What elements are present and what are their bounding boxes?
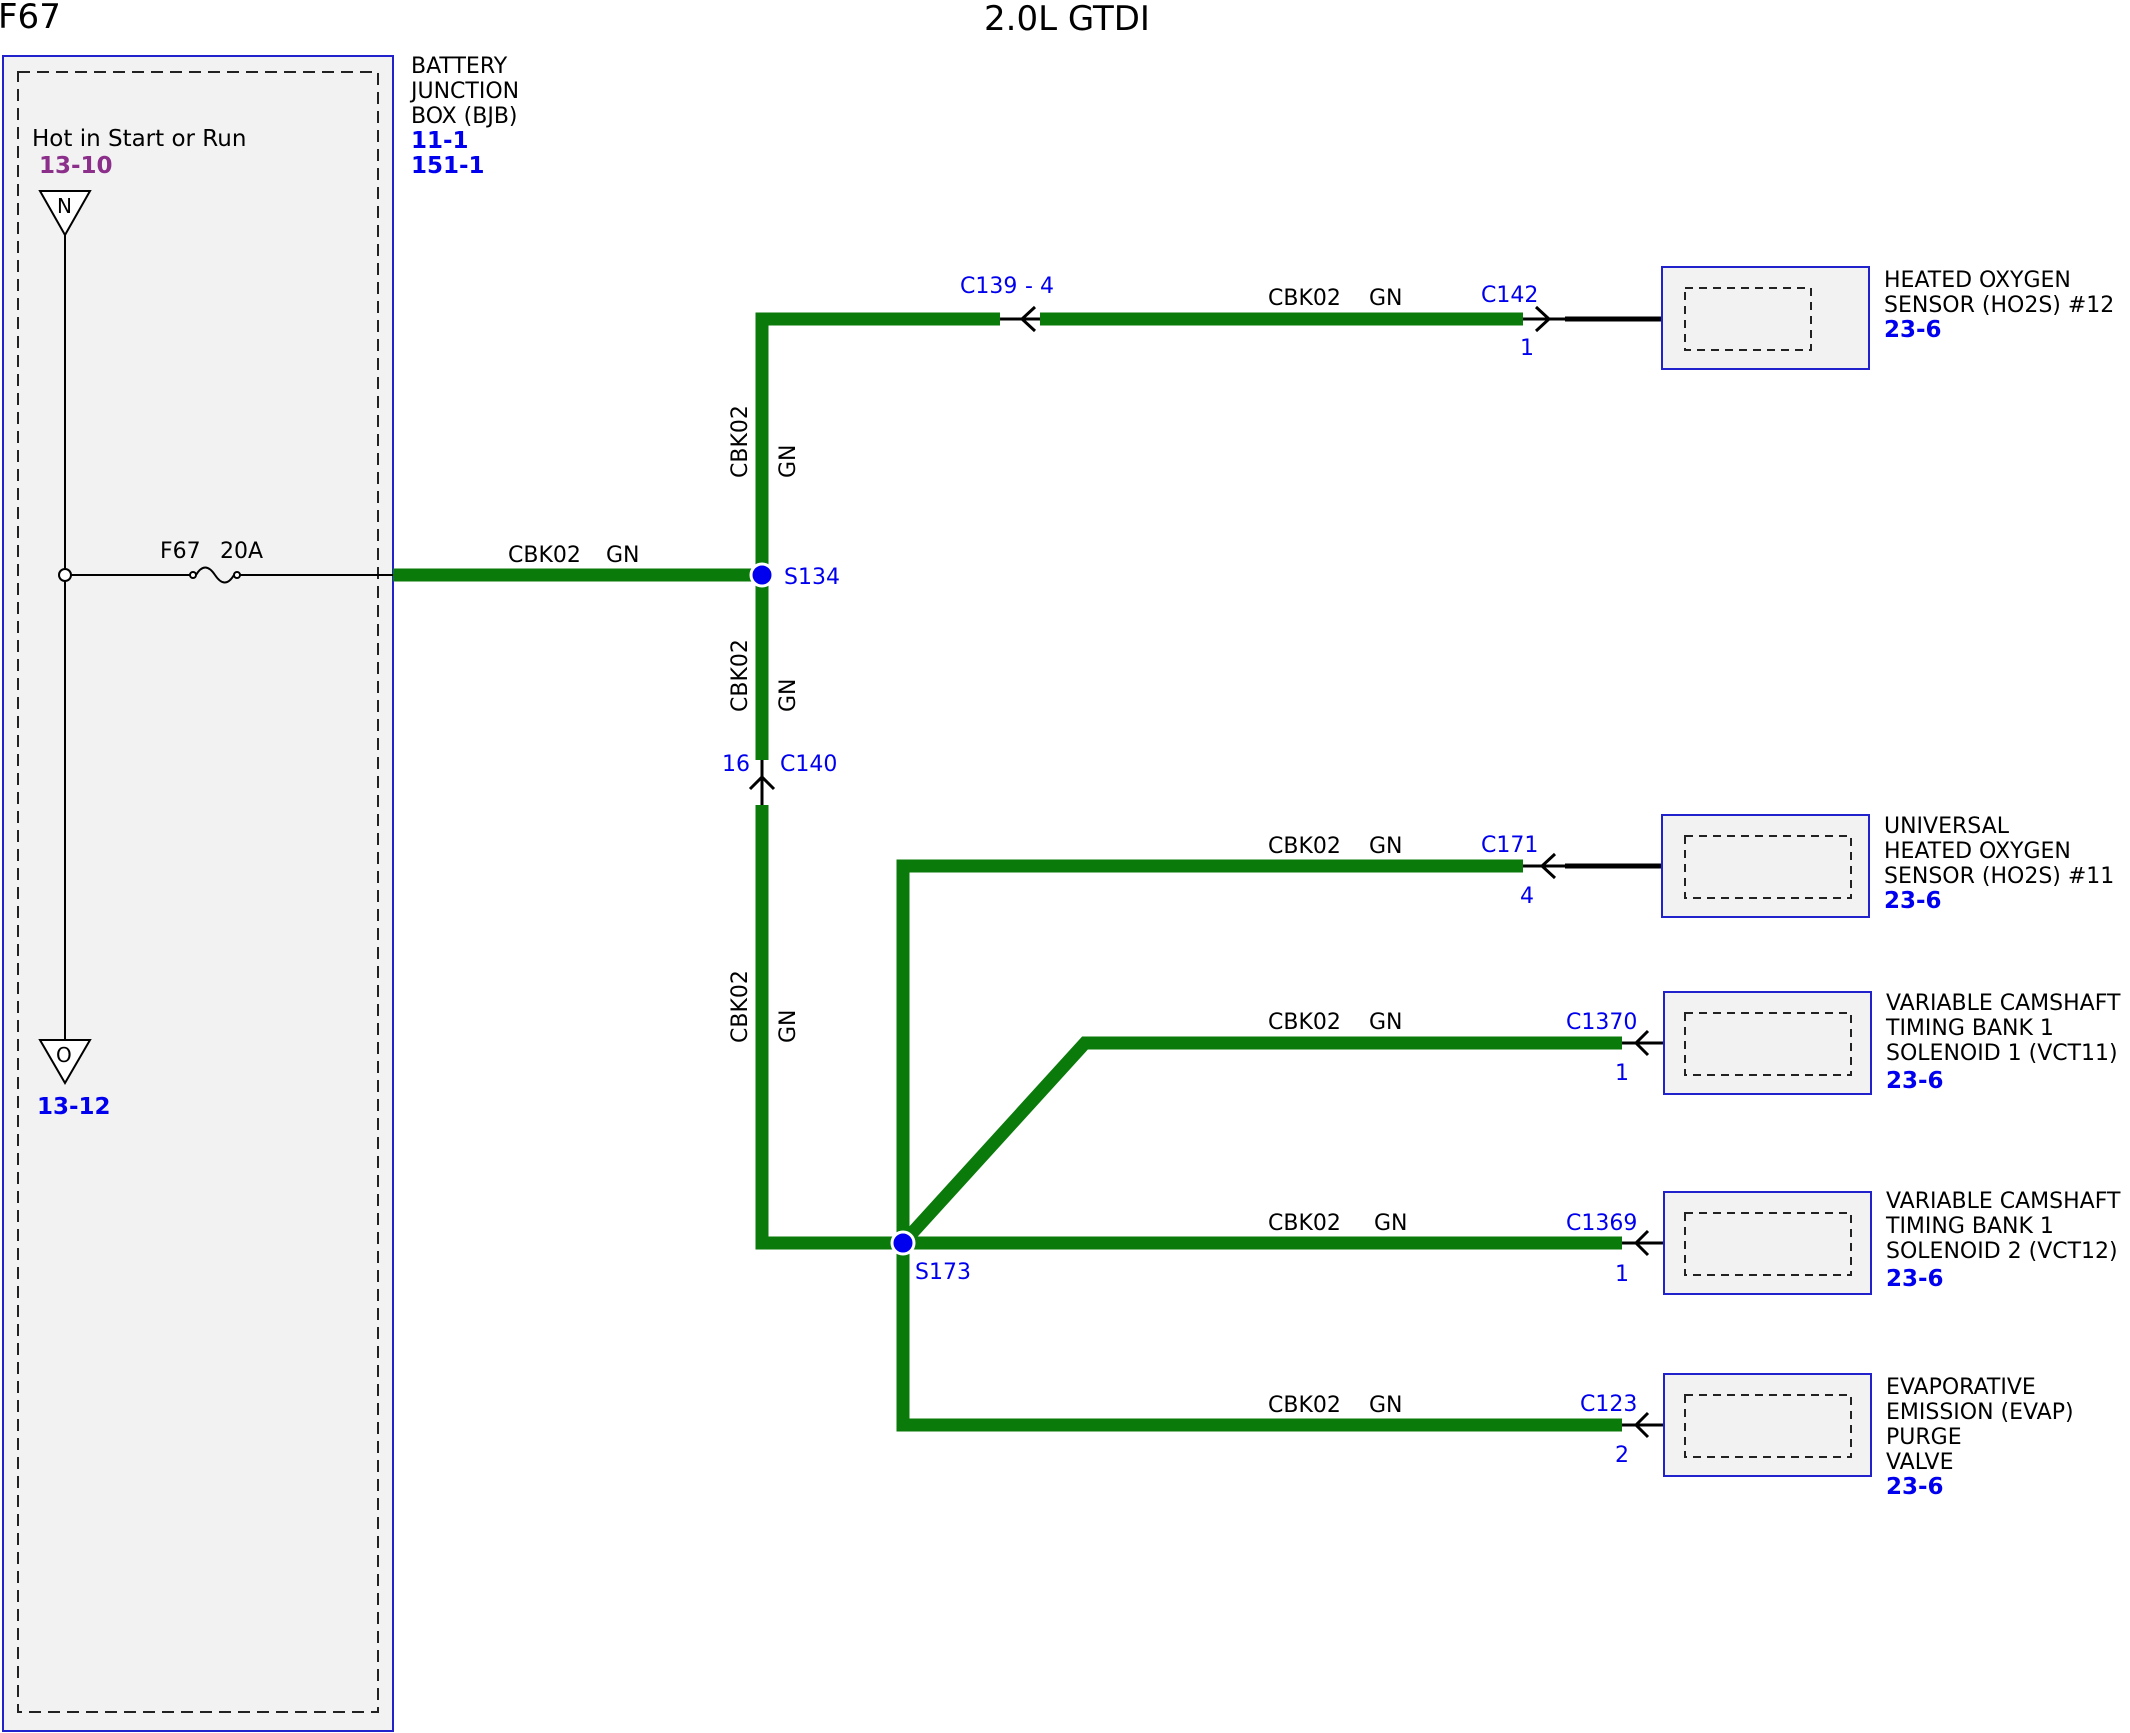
connector-c1369-icon[interactable]	[1622, 1229, 1655, 1257]
connector-c1370-name[interactable]: C1370	[1566, 1010, 1637, 1035]
splice-s134-icon[interactable]	[749, 562, 775, 588]
wire-c123-circuit: CBK02	[1268, 1393, 1341, 1418]
evap-name-3: PURGE	[1886, 1425, 1962, 1450]
connector-c142-pin: 1	[1520, 336, 1534, 361]
wire-c123-color: GN	[1369, 1393, 1403, 1418]
ho2s11-name-2: HEATED OXYGEN	[1884, 839, 2071, 864]
connector-c171-icon[interactable]	[1523, 852, 1565, 880]
wire-vert3-circuit: CBK02	[728, 970, 753, 1043]
evap-ref[interactable]: 23-6	[1886, 1474, 1944, 1500]
bjb-name-line-2: JUNCTION	[409, 79, 519, 104]
connector-c1370-icon[interactable]	[1622, 1029, 1655, 1057]
component-ho2s11-box[interactable]	[1661, 814, 1870, 918]
component-vct12-box[interactable]	[1663, 1191, 1872, 1295]
fuse-name-label: F67	[160, 539, 201, 564]
vct12-name-1: VARIABLE CAMSHAFT	[1886, 1189, 2121, 1214]
vct11-ref[interactable]: 23-6	[1886, 1068, 1944, 1094]
connector-c171-name[interactable]: C171	[1481, 833, 1538, 858]
vct11-name-2: TIMING BANK 1	[1885, 1016, 2054, 1041]
wire-c1369-circuit: CBK02	[1268, 1211, 1341, 1236]
diagram-id-title: F67	[0, 0, 61, 37]
wire-vert2-circuit: CBK02	[728, 639, 753, 712]
splice-s173-label[interactable]: S173	[915, 1260, 971, 1285]
vct12-name-3: SOLENOID 2 (VCT12)	[1886, 1239, 2118, 1264]
vct11-name-1: VARIABLE CAMSHAFT	[1886, 991, 2121, 1016]
connector-c123-icon[interactable]	[1622, 1411, 1655, 1439]
ho2s12-name-1: HEATED OXYGEN	[1884, 268, 2071, 293]
connector-c139-dash: -	[1025, 274, 1033, 299]
connector-c139-pin: 4	[1040, 274, 1054, 299]
wire-c1369-color: GN	[1374, 1211, 1408, 1236]
wire-bjb-color: GN	[606, 543, 640, 568]
ho2s12-name-2: SENSOR (HO2S) #12	[1884, 293, 2114, 318]
ho2s11-name-1: UNIVERSAL	[1884, 814, 2010, 839]
bjb-name-line-1: BATTERY	[411, 54, 508, 79]
wire-harness	[393, 312, 1622, 1432]
connector-c139-icon[interactable]	[1000, 305, 1040, 333]
wire-c1370-circuit: CBK02	[1268, 1010, 1341, 1035]
battery-junction-box	[2, 55, 394, 1732]
wire-s134-to-c139	[755, 312, 1000, 575]
wire-bjb-circuit: CBK02	[508, 543, 581, 568]
wire-c1370-color: GN	[1369, 1010, 1403, 1035]
diagram-engine-title: 2.0L GTDI	[984, 0, 1150, 39]
wire-c142-color: GN	[1369, 286, 1403, 311]
bottom-ref-link[interactable]: 13-12	[37, 1094, 111, 1120]
wire-c142-circuit: CBK02	[1268, 286, 1341, 311]
component-vct11-box[interactable]	[1663, 991, 1872, 1095]
fuse-rating-label: 20A	[220, 539, 263, 564]
hot-in-start-or-run-label: Hot in Start or Run	[32, 126, 246, 152]
component-evap-box[interactable]	[1663, 1373, 1872, 1477]
connector-c140-name[interactable]: C140	[780, 752, 837, 777]
connector-c142-icon[interactable]	[1523, 305, 1565, 333]
wire-c171-color: GN	[1369, 834, 1403, 859]
ho2s11-ref[interactable]: 23-6	[1884, 888, 1942, 914]
connector-c123-pin: 2	[1615, 1443, 1629, 1468]
wire-vert3-color: GN	[776, 1009, 801, 1043]
connector-c140-pin: 16	[722, 752, 750, 777]
connector-c123-name[interactable]: C123	[1580, 1392, 1637, 1417]
wire-s173-to-c1370	[898, 1036, 1622, 1248]
bjb-ref-2[interactable]: 151-1	[411, 153, 485, 179]
bjb-ref-1[interactable]: 11-1	[411, 128, 469, 154]
component-ho2s12-box[interactable]	[1661, 266, 1870, 370]
hot-ref-link[interactable]: 13-10	[39, 153, 113, 179]
connector-c142-name[interactable]: C142	[1481, 283, 1538, 308]
wire-s173-to-c123	[896, 1243, 1622, 1432]
vct12-name-2: TIMING BANK 1	[1885, 1214, 2054, 1239]
connector-c171-pin: 4	[1520, 884, 1534, 909]
wire-vert1-circuit: CBK02	[728, 405, 753, 478]
connector-c139-name[interactable]: C139	[960, 274, 1017, 299]
rail-junction-dot	[58, 568, 72, 582]
top-symbol-letter: N	[57, 194, 72, 218]
evap-name-1: EVAPORATIVE	[1886, 1375, 2036, 1400]
wire-vert2-color: GN	[776, 678, 801, 712]
bottom-triangle-icon	[38, 1039, 92, 1085]
vct11-name-3: SOLENOID 1 (VCT11)	[1886, 1041, 2118, 1066]
wire-c171-circuit: CBK02	[1268, 834, 1341, 859]
evap-name-4: VALVE	[1886, 1450, 1953, 1475]
ho2s11-name-3: SENSOR (HO2S) #11	[1884, 864, 2114, 889]
bottom-symbol-letter: O	[56, 1043, 72, 1067]
connector-c1369-pin: 1	[1615, 1262, 1629, 1287]
connector-c1369-name[interactable]: C1369	[1566, 1211, 1637, 1236]
splice-s134-label[interactable]: S134	[784, 565, 840, 590]
wire-s173-to-c171	[896, 859, 1523, 1243]
connector-c140-icon[interactable]	[748, 760, 776, 805]
bjb-name-line-3: BOX (BJB)	[411, 104, 518, 129]
vct12-ref[interactable]: 23-6	[1886, 1266, 1944, 1292]
top-triangle-icon	[38, 190, 92, 238]
connector-c1370-pin: 1	[1615, 1061, 1629, 1086]
ho2s12-ref[interactable]: 23-6	[1884, 317, 1942, 343]
wire-vert1-color: GN	[776, 444, 801, 478]
splice-s173-icon[interactable]	[890, 1230, 916, 1256]
evap-name-2: EMISSION (EVAP)	[1886, 1400, 2074, 1425]
wire-c140-to-s173	[755, 805, 903, 1250]
